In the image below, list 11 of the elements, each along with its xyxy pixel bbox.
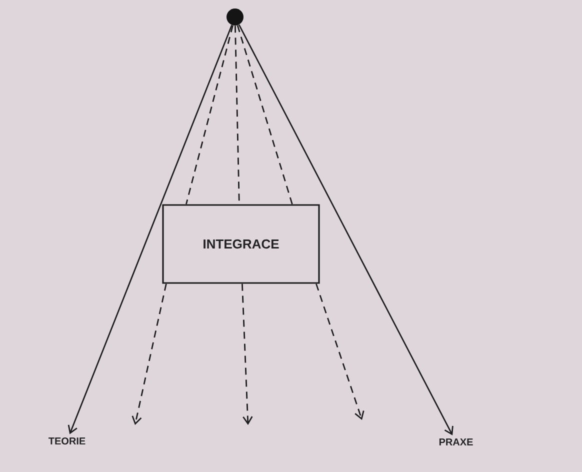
dashed-arrow [316,284,364,420]
box: INTEGRACE [162,204,320,284]
dashed-arrow [132,284,167,425]
arrow [238,24,454,436]
label: TEORIE [48,437,86,445]
dashed-line [186,25,234,204]
dashed-line [236,25,293,204]
label: PRAXE [439,438,473,446]
dot [226,8,244,26]
dashed-arrow [242,284,253,425]
arrow [68,24,232,434]
